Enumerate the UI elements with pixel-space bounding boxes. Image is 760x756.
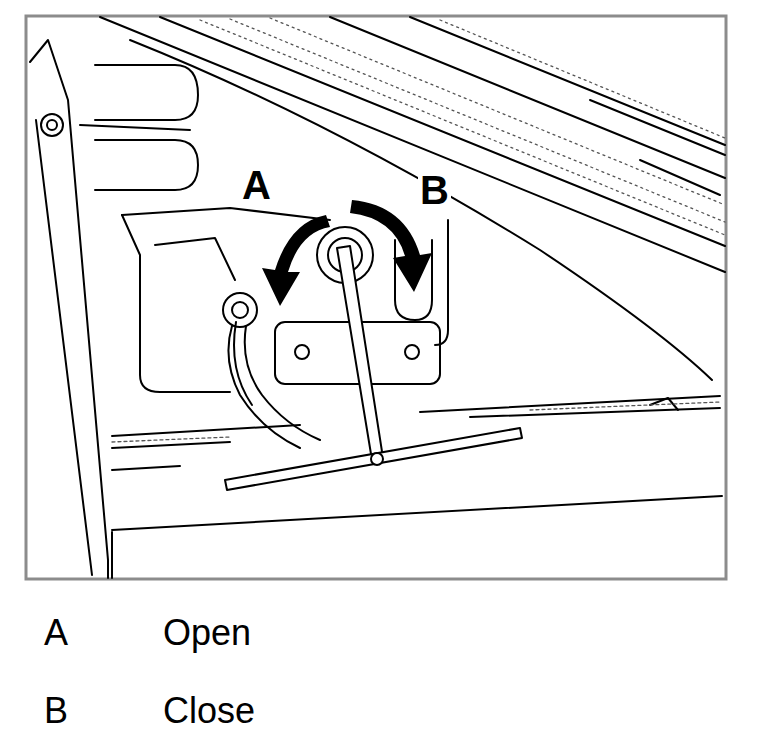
callout-letter: A (240, 165, 273, 205)
callout-letter: B (418, 170, 451, 210)
legend-key-letter: A (44, 615, 68, 651)
legend-key-text: Open (163, 615, 251, 651)
legend-key-letter: B (44, 693, 68, 729)
legend-key-text: Close (163, 693, 255, 729)
